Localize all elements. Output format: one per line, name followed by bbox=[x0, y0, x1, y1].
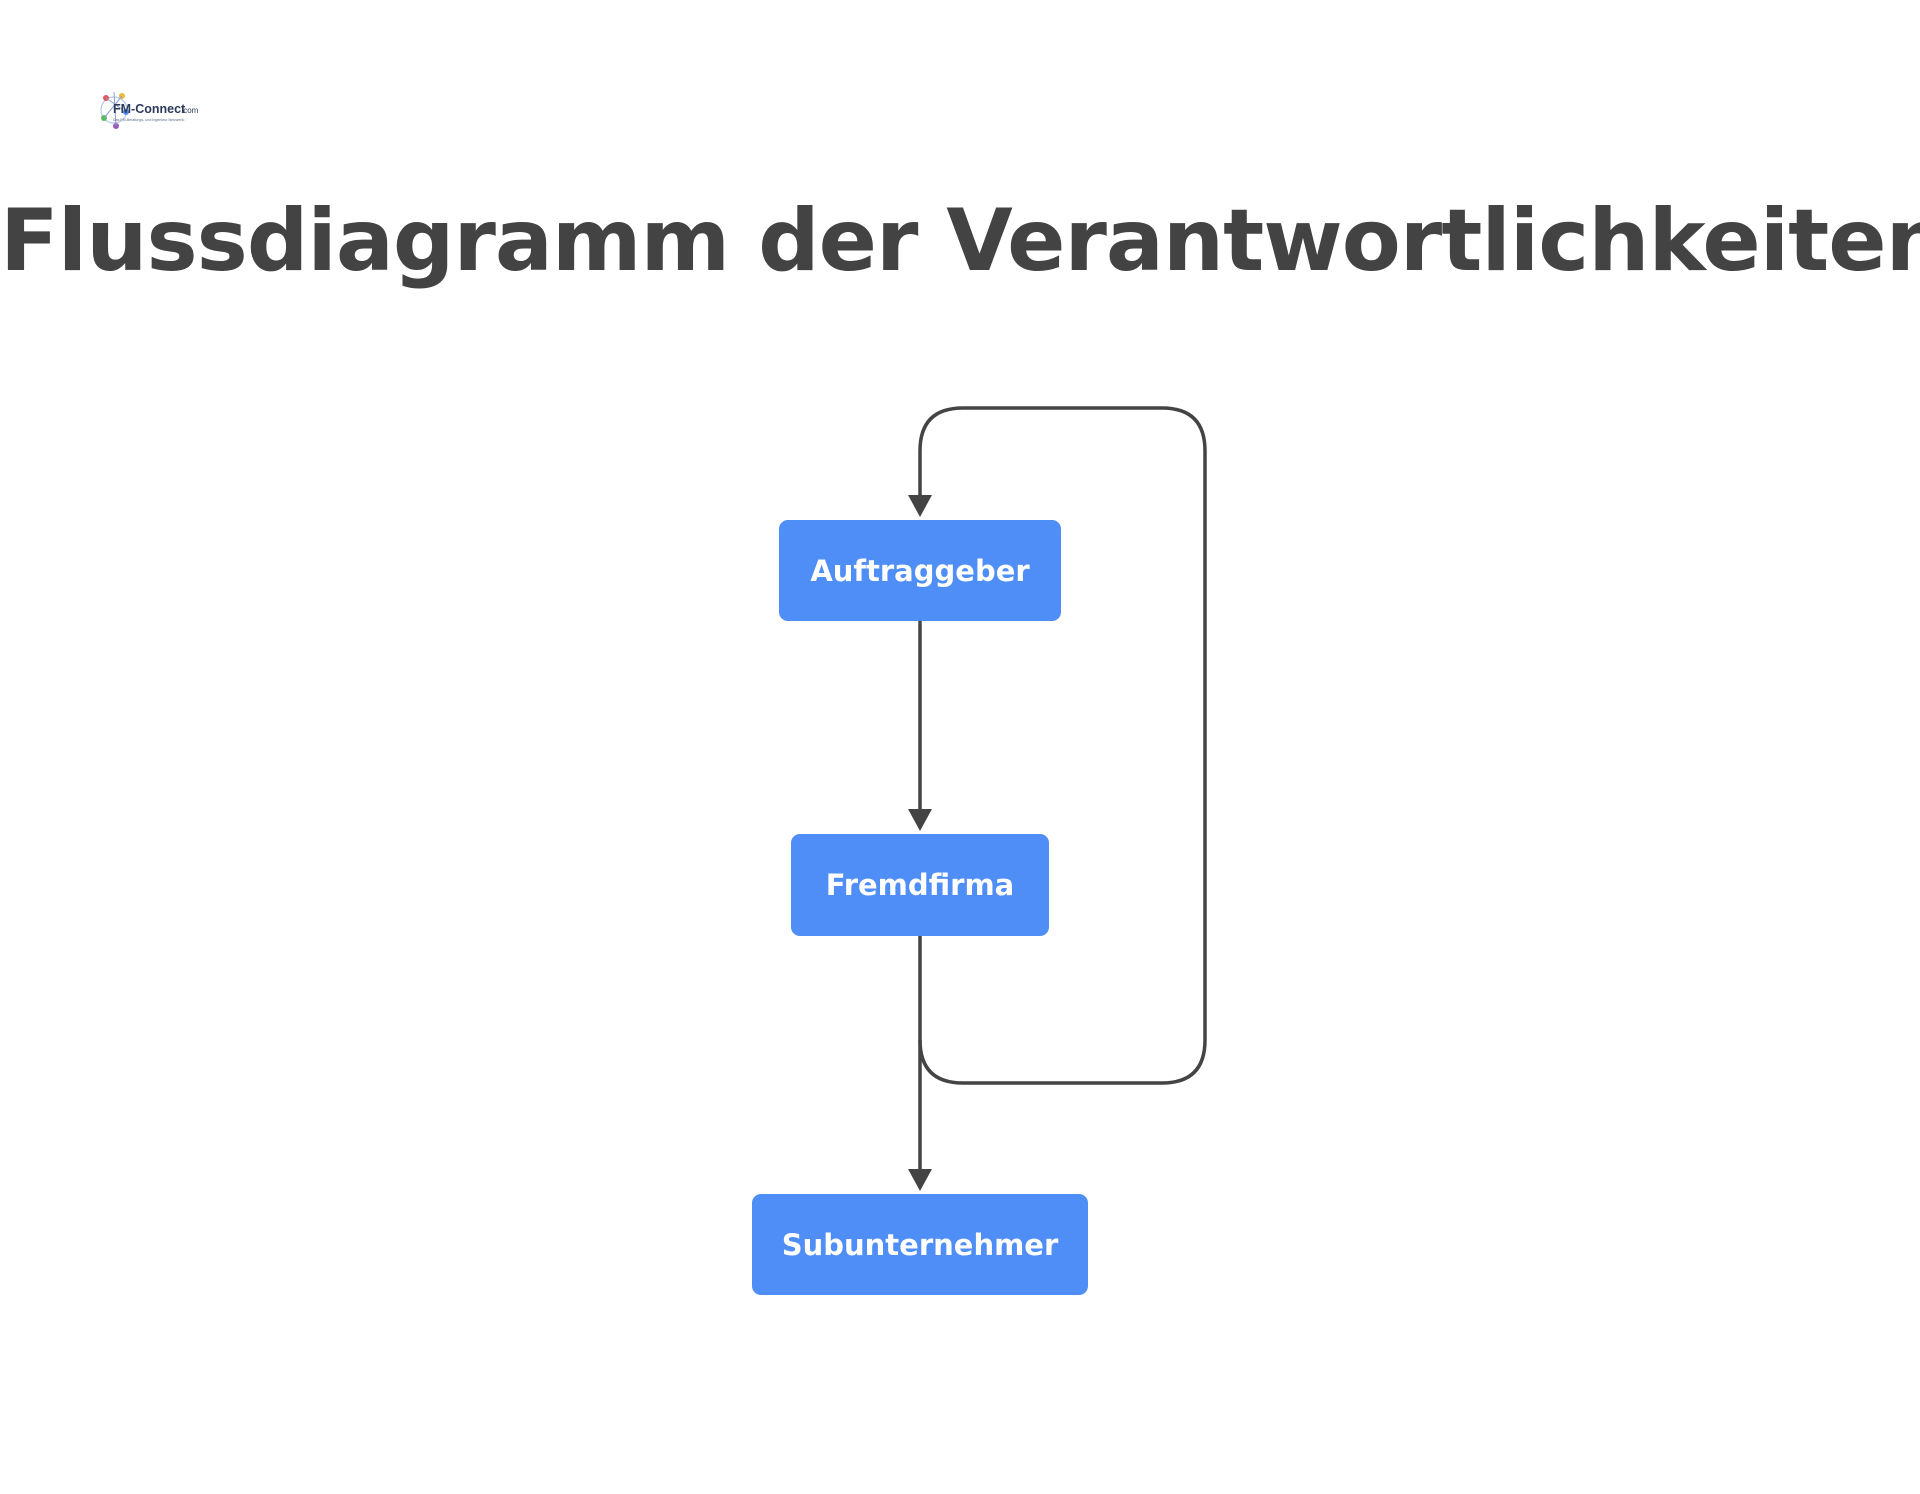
logo-figures-icon bbox=[100, 91, 129, 129]
logo-tagline: Das FM-Beratungs- und Ingenieur-Netzwerk… bbox=[113, 118, 185, 122]
arrowhead-into-subunternehmer bbox=[908, 1169, 932, 1191]
node-subunternehmer-box bbox=[752, 1194, 1088, 1295]
node-fremdfirma: Fremdfirma bbox=[791, 834, 1049, 936]
logo-domain: .com bbox=[181, 106, 199, 115]
node-auftraggeber: Auftraggeber bbox=[779, 520, 1061, 621]
flowchart-nodes: Auftraggeber Fremdfirma Subunternehmer bbox=[752, 520, 1088, 1295]
edge-fremdfirma-loop-to-auftraggeber bbox=[918, 406, 1207, 1085]
logo-wordmark: FM-Connect bbox=[113, 102, 186, 116]
arrowhead-into-fremdfirma bbox=[908, 809, 932, 831]
fm-connect-logo: FM-Connect .com Das FM-Beratungs- und In… bbox=[100, 91, 199, 129]
node-subunternehmer: Subunternehmer bbox=[752, 1194, 1088, 1295]
node-auftraggeber-label: Auftraggeber bbox=[810, 554, 1030, 588]
node-subunternehmer-label: Subunternehmer bbox=[782, 1228, 1059, 1262]
node-fremdfirma-box bbox=[791, 834, 1049, 936]
node-auftraggeber-box bbox=[779, 520, 1061, 621]
page-title: Flussdiagramm der Verantwortlichkeiten bbox=[0, 191, 1920, 291]
arrowhead-into-auftraggeber bbox=[908, 495, 932, 517]
node-fremdfirma-label: Fremdfirma bbox=[826, 868, 1015, 902]
flowchart-edges bbox=[908, 406, 1207, 1191]
